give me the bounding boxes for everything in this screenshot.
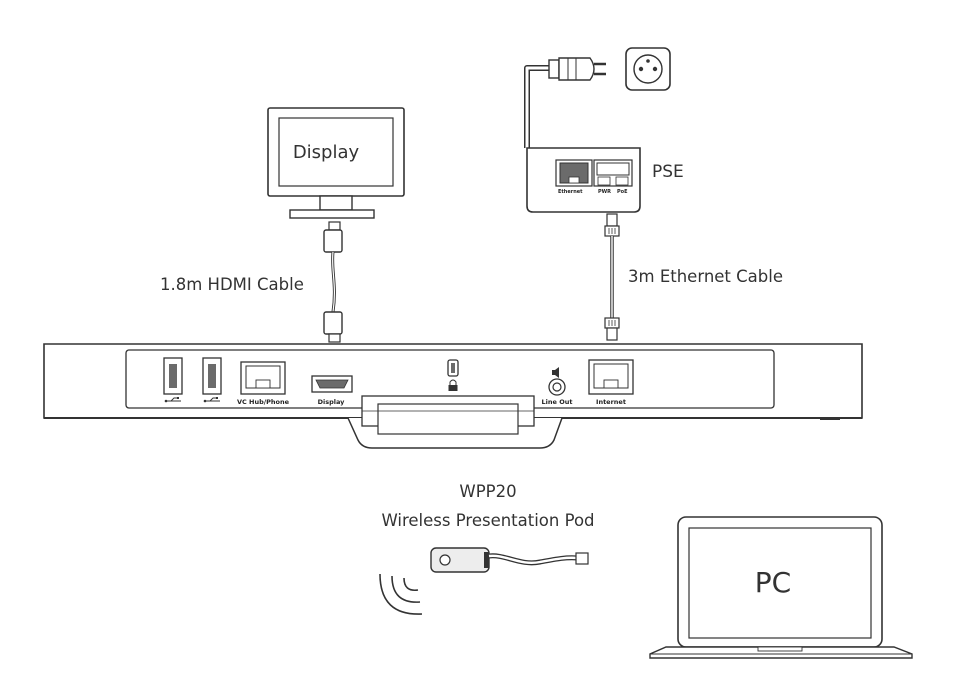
wpp-model-label: WPP20 xyxy=(459,482,516,501)
hdmi-cable xyxy=(323,221,343,343)
power-outlet-icon xyxy=(625,47,671,91)
vc-hub-label: VC Hub/Phone xyxy=(237,398,290,406)
line-out-port xyxy=(548,378,566,396)
usb-icon xyxy=(203,397,220,403)
vc-hub-port xyxy=(240,361,286,395)
display-port-label: Display xyxy=(318,398,346,406)
pse-pwr-label: PWR xyxy=(598,189,611,195)
pse-ethernet-port xyxy=(555,159,593,187)
pc-laptop: PC xyxy=(649,516,913,659)
pse-label: PSE xyxy=(652,162,684,182)
lock-slot xyxy=(447,359,459,377)
usb-port-2 xyxy=(202,357,222,395)
usb-port-1 xyxy=(163,357,183,395)
wpp-name-label: Wireless Presentation Pod xyxy=(381,511,594,530)
display-label: Display xyxy=(293,142,360,163)
internet-label: Internet xyxy=(596,398,626,406)
speaker-icon xyxy=(552,367,559,378)
pc-label: PC xyxy=(755,566,791,599)
line-out-label: Line Out xyxy=(542,398,573,406)
pse-device: Ethernet PWR PoE xyxy=(526,147,641,213)
wireless-presentation-pod xyxy=(430,547,589,573)
lock-icon xyxy=(448,379,458,391)
ethernet-cable xyxy=(604,213,620,341)
hdmi-cable-label: 1.8m HDMI Cable xyxy=(160,275,304,294)
ethernet-cable-label: 3m Ethernet Cable xyxy=(628,267,783,286)
pse-poe-label: PoE xyxy=(617,189,628,195)
wifi-wave-icon xyxy=(379,573,423,615)
pse-ethernet-label: Ethernet xyxy=(558,189,583,195)
display-monitor: Display xyxy=(267,107,405,219)
usb-icon xyxy=(164,397,181,403)
internet-port xyxy=(588,359,634,395)
pse-pwr-poe-ports xyxy=(593,159,633,187)
power-plug-icon xyxy=(524,57,606,148)
hdmi-port xyxy=(311,375,353,393)
